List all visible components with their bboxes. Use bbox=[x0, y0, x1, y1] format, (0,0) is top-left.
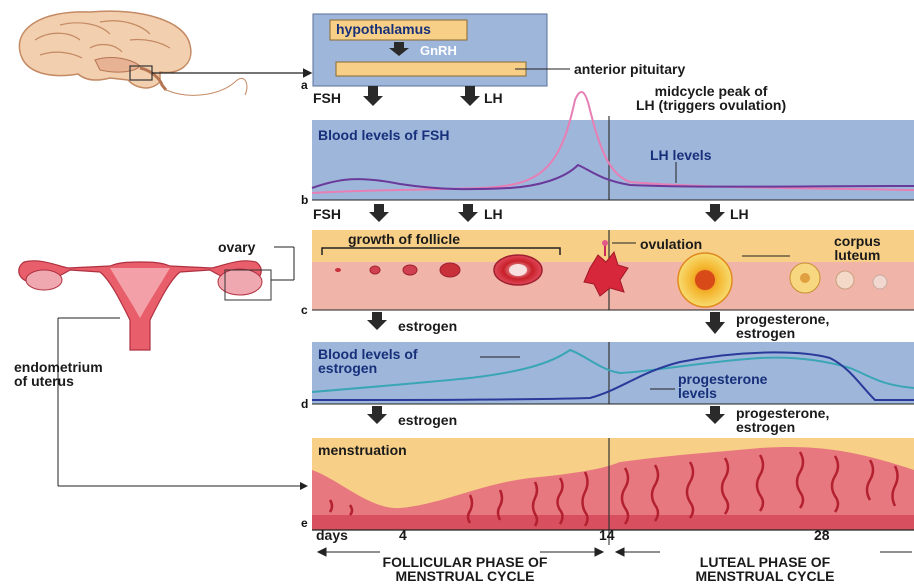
fsh-blood-label: Blood levels of FSH bbox=[318, 128, 449, 142]
day-tick-14: 14 bbox=[599, 528, 615, 542]
estrogen-label-2: estrogen bbox=[398, 413, 457, 427]
arrows-b-to-c bbox=[369, 204, 725, 222]
estrogen-blood-label: Blood levels of estrogen bbox=[318, 347, 418, 375]
lh-label-mid: LH bbox=[484, 207, 503, 221]
day-tick-4: 4 bbox=[399, 528, 407, 542]
panel-letter-e: e bbox=[301, 516, 308, 530]
panel-b bbox=[312, 92, 914, 200]
hypothalamus-label: hypothalamus bbox=[336, 22, 431, 36]
luteal-phase-label: LUTEAL PHASE OF MENSTRUAL CYCLE bbox=[620, 555, 910, 583]
fsh-label-mid: FSH bbox=[313, 207, 341, 221]
ovulation-label: ovulation bbox=[640, 237, 702, 251]
midcycle-note: midcycle peak of LH (triggers ovulation) bbox=[636, 84, 786, 112]
panel-letter-c: c bbox=[301, 303, 308, 317]
gnrh-label: GnRH bbox=[420, 44, 457, 57]
progesterone-levels-label: progesterone levels bbox=[678, 372, 767, 400]
panel-letter-b: b bbox=[301, 193, 308, 207]
brain-illustration bbox=[19, 11, 310, 95]
growth-of-follicle-label: growth of follicle bbox=[348, 232, 460, 246]
estrogen-label-1: estrogen bbox=[398, 319, 457, 333]
lh-label-right: LH bbox=[730, 207, 749, 221]
prog-estrogen-label-1: progesterone, estrogen bbox=[736, 312, 829, 340]
ovary-label: ovary bbox=[218, 240, 255, 254]
arrows-a-to-b bbox=[363, 86, 480, 106]
panel-letter-d: d bbox=[301, 397, 308, 411]
lh-label-top: LH bbox=[484, 91, 503, 105]
follicular-phase-label: FOLLICULAR PHASE OF MENSTRUAL CYCLE bbox=[330, 555, 600, 583]
lh-levels-label: LH levels bbox=[650, 148, 711, 162]
panel-letter-a: a bbox=[301, 78, 308, 92]
day-tick-28: 28 bbox=[814, 528, 830, 542]
endometrium-label: endometrium of uterus bbox=[14, 360, 103, 388]
days-label: days bbox=[316, 528, 348, 542]
anterior-pituitary-label: anterior pituitary bbox=[574, 62, 685, 76]
menstruation-label: menstruation bbox=[318, 443, 407, 457]
corpus-luteum-label: corpus luteum bbox=[834, 234, 881, 262]
fsh-label-top: FSH bbox=[313, 91, 341, 105]
prog-estrogen-label-2: progesterone, estrogen bbox=[736, 406, 829, 434]
